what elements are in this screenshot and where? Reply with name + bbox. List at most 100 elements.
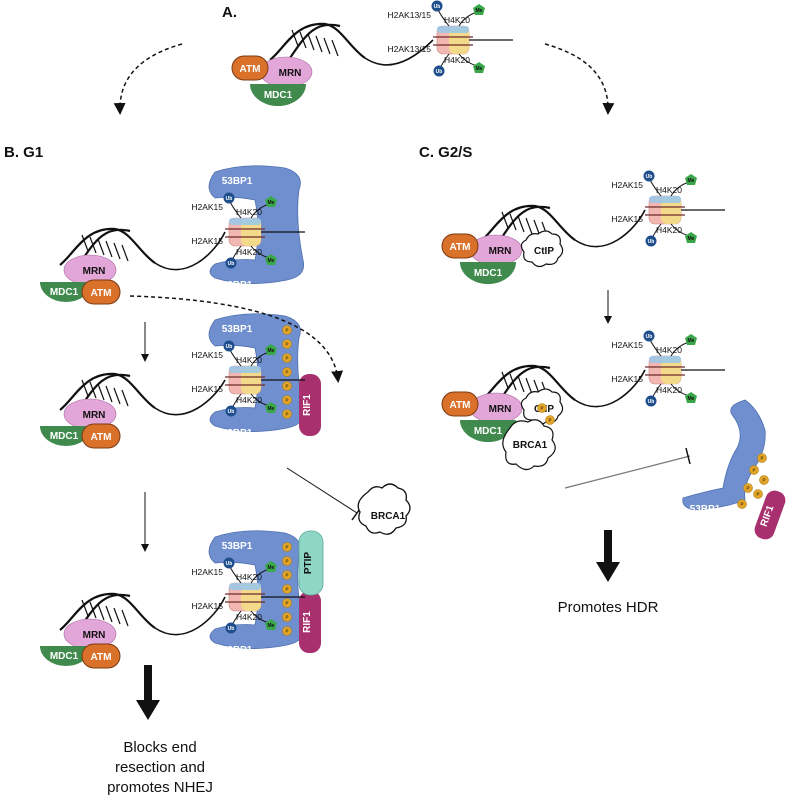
h2a-top-label: H2AK15 bbox=[191, 567, 223, 577]
ubiquitin-label: Ub bbox=[646, 334, 653, 340]
phospho-label: P bbox=[752, 468, 755, 473]
histone-top-band bbox=[229, 366, 261, 373]
h2a-top-label: H2AK15 bbox=[191, 350, 223, 360]
methyl-label: Me bbox=[688, 236, 695, 242]
atm-shape bbox=[81, 279, 121, 305]
h4k20-bottom-label: H4K20 bbox=[236, 612, 262, 622]
phospho-mark bbox=[753, 489, 763, 499]
rif1-label: RIF1 bbox=[302, 611, 313, 633]
phospho-mark bbox=[282, 409, 292, 419]
atm-label: ATM bbox=[91, 288, 112, 299]
dna-rung bbox=[525, 377, 533, 395]
histone-top-band bbox=[229, 583, 261, 590]
ubiquitin-label: Ub bbox=[646, 174, 653, 180]
ubiquitin-mark bbox=[223, 340, 235, 352]
phospho-label: P bbox=[285, 559, 288, 564]
phospho-label: P bbox=[285, 587, 288, 592]
53bp1-top-label: 53BP1 bbox=[222, 541, 253, 552]
dna-rung bbox=[105, 240, 113, 258]
dna-rung bbox=[113, 607, 121, 625]
atm-shape bbox=[231, 55, 269, 81]
phospho-label: P bbox=[285, 398, 288, 403]
dna-rung bbox=[105, 385, 113, 403]
histone-top-band bbox=[437, 26, 469, 33]
mrn-label: MRN bbox=[83, 630, 106, 641]
ptip-label: PTIP bbox=[303, 552, 314, 575]
dna-rung bbox=[113, 387, 121, 405]
mdc1-label: MDC1 bbox=[264, 90, 293, 101]
dna-rung bbox=[517, 215, 525, 233]
dna-rung bbox=[315, 35, 323, 53]
nhej-line1: Blocks end bbox=[123, 739, 196, 756]
ubiquitin-label: Ub bbox=[434, 4, 441, 10]
phospho-mark bbox=[282, 339, 292, 349]
dna-rung bbox=[331, 39, 339, 57]
brca1-b-label: BRCA1 bbox=[371, 511, 406, 522]
rif1-shape bbox=[299, 374, 321, 436]
dna-rung bbox=[89, 236, 97, 254]
dna-strand bbox=[289, 23, 341, 59]
dna-rung bbox=[323, 37, 331, 55]
h4k20-bottom-label: H4K20 bbox=[444, 55, 470, 65]
h2a-bottom-label: H2AK15 bbox=[191, 384, 223, 394]
dna-rung bbox=[525, 217, 533, 235]
phospho-label: P bbox=[285, 384, 288, 389]
53bp1-bottom-label: 53BP1 bbox=[222, 280, 253, 291]
mdc1-label: MDC1 bbox=[50, 431, 79, 442]
phospho-mark bbox=[282, 542, 292, 552]
histone-top-band bbox=[229, 218, 261, 225]
ubiquitin-mark bbox=[225, 622, 237, 634]
dna-tail bbox=[574, 369, 646, 408]
h2a-bottom-label: H2AK13/15 bbox=[388, 44, 432, 54]
brca1-c-label: BRCA1 bbox=[513, 440, 548, 451]
ubiquitin-mark bbox=[643, 170, 655, 182]
mdc1-shape bbox=[460, 420, 516, 442]
mrn-label: MRN bbox=[489, 246, 512, 257]
dna-rung bbox=[299, 31, 307, 49]
dna-rung bbox=[121, 609, 129, 627]
hdr-text: Promotes HDR bbox=[558, 599, 659, 616]
phospho-mark bbox=[282, 381, 292, 391]
dna-rung bbox=[121, 389, 129, 407]
brca1-c-blob bbox=[502, 419, 556, 471]
phospho-label: P bbox=[285, 615, 288, 620]
h4k20-top-label: H4K20 bbox=[236, 207, 262, 217]
phospho-label: P bbox=[760, 456, 763, 461]
ubiquitin-mark bbox=[645, 235, 657, 247]
atm-label: ATM bbox=[240, 64, 261, 75]
methyl-label: Me bbox=[688, 338, 695, 344]
h4k20-top-label: H4K20 bbox=[236, 355, 262, 365]
dna-tail bbox=[364, 39, 434, 66]
phospho-label: P bbox=[762, 478, 765, 483]
53bp1-free-shape bbox=[682, 399, 766, 511]
dna-strand bbox=[59, 227, 156, 266]
mdc1-shape bbox=[460, 262, 516, 284]
mdc1-label: MDC1 bbox=[50, 651, 79, 662]
phospho-label: P bbox=[285, 412, 288, 417]
methyl-label: Me bbox=[268, 258, 275, 264]
mrn-label: MRN bbox=[83, 266, 106, 277]
ubiquitin-label: Ub bbox=[228, 409, 235, 415]
mdc1-shape bbox=[250, 84, 306, 106]
methyl-mark bbox=[265, 254, 277, 265]
h4k20-top-label: H4K20 bbox=[444, 15, 470, 25]
h4k20-top-label: H4K20 bbox=[236, 572, 262, 582]
h4k20-top-label: H4K20 bbox=[656, 185, 682, 195]
phospho-mark bbox=[282, 395, 292, 405]
53bp1-top-label: 53BP1 bbox=[222, 324, 253, 335]
histone-top-band bbox=[649, 356, 681, 363]
ubiquitin-mark bbox=[643, 330, 655, 342]
53bp1-top-label: 53BP1 bbox=[222, 176, 253, 187]
dna-rung bbox=[105, 605, 113, 623]
rif1-shape bbox=[299, 591, 321, 653]
ubiquitin-label: Ub bbox=[226, 344, 233, 350]
mrn-label: MRN bbox=[279, 68, 302, 79]
mdc1-shape bbox=[40, 426, 92, 446]
phospho-mark bbox=[282, 556, 292, 566]
dna-rung bbox=[97, 383, 105, 401]
